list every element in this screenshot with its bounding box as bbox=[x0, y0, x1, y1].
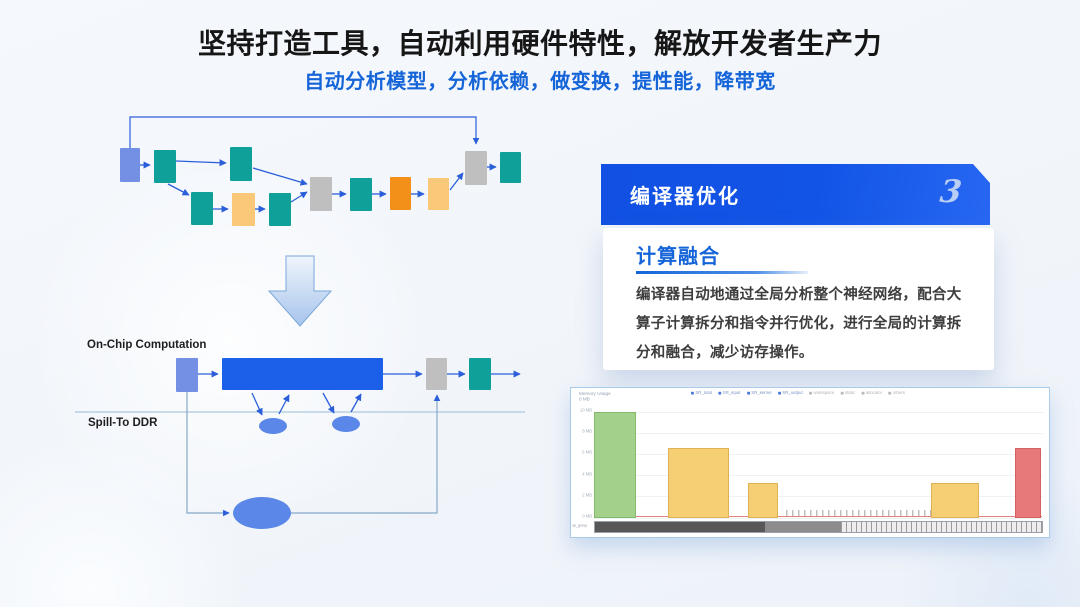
graph-node bbox=[191, 192, 213, 225]
chart-legend: SR_total SR_input SR_kernel SR_output worksp… bbox=[691, 391, 905, 395]
graph-node bbox=[428, 178, 449, 210]
graph-node bbox=[465, 151, 487, 185]
chart-gridline bbox=[594, 496, 1043, 498]
y-axis-tick-label: 8 MB bbox=[582, 430, 592, 435]
chart-gridline bbox=[594, 475, 1043, 477]
model-graph-before-svg bbox=[120, 116, 521, 226]
graph-node-input bbox=[120, 148, 140, 182]
legend-item: workspace bbox=[809, 391, 834, 395]
graph-node bbox=[390, 177, 411, 210]
legend-swatch-icon bbox=[718, 391, 722, 395]
chart-gridline bbox=[594, 517, 1043, 519]
card-body-text: 编译器自动地通过全局分析整个神经网络，配合大算子计算拆分和指令并行优化，进行全局… bbox=[636, 287, 962, 361]
chart-title: Memory Usage 0 MB bbox=[579, 392, 611, 403]
legend-item-label: SR_input bbox=[722, 391, 741, 396]
legend-item-label: allocator bbox=[865, 391, 883, 396]
page-title: 坚持打造工具，自动利用硬件特性，解放开发者生产力 bbox=[197, 28, 882, 59]
y-axis-tick-label: 2 MB bbox=[582, 493, 592, 498]
y-axis-tick-label: 10 MB bbox=[579, 408, 592, 414]
micro-allocation-ticks bbox=[786, 510, 934, 516]
graph-node bbox=[230, 147, 252, 181]
legend-item: static bbox=[840, 391, 856, 396]
legend-item: SR_output bbox=[777, 391, 803, 396]
legend-item-label: workspace bbox=[813, 391, 835, 396]
down-arrow-icon bbox=[267, 255, 333, 327]
onchip-edges bbox=[198, 370, 521, 416]
legend-swatch-icon bbox=[861, 391, 865, 395]
y-axis-tick-label: 0 MB bbox=[582, 514, 592, 520]
model-graph-after-svg: On-Chip Computation Spill-To DDR bbox=[75, 339, 525, 529]
card-title-underline bbox=[636, 271, 808, 274]
legend-swatch-icon bbox=[809, 391, 813, 395]
legend-item: others bbox=[888, 391, 905, 396]
graph-node bbox=[350, 178, 372, 211]
timeline-strip bbox=[594, 521, 1043, 533]
graph-node bbox=[232, 193, 255, 226]
legend-swatch-icon bbox=[746, 391, 750, 395]
graph-node bbox=[310, 177, 332, 211]
fused-super-op bbox=[222, 358, 383, 390]
page-subtitle: 自动分析模型，分析依赖，做变换，提性能，降带宽 bbox=[304, 71, 776, 93]
legend-item-label: SR_total bbox=[695, 391, 712, 396]
timeline-segment bbox=[840, 522, 1042, 532]
legend-item: allocator bbox=[861, 391, 882, 395]
memory-bar bbox=[748, 483, 779, 518]
graph-node bbox=[154, 150, 176, 183]
card-title: 计算融合 bbox=[636, 246, 720, 268]
chart-gridline bbox=[594, 453, 1043, 455]
graph-edges bbox=[129, 116, 497, 213]
graph-node bbox=[269, 193, 291, 226]
y-axis-tick-label: 6 MB bbox=[582, 451, 592, 456]
ddr-spill-buffer bbox=[332, 416, 360, 432]
memory-usage-chart: Memory Usage 0 MB SR_total SR_input SR_ker… bbox=[570, 387, 1050, 538]
ddr-buffer-large bbox=[233, 497, 291, 529]
info-card: 计算融合 编译器自动地通过全局分析整个神经网络，配合大算子计算拆分和指令并行优化… bbox=[603, 228, 994, 370]
ddr-spill-buffer bbox=[259, 418, 287, 434]
fused-input-node bbox=[176, 358, 198, 392]
graph-node-output bbox=[500, 152, 521, 183]
onchip-label: On-Chip Computation bbox=[87, 339, 206, 351]
chart-gridline bbox=[594, 411, 1043, 413]
skip-connection-edge bbox=[129, 116, 480, 149]
transform-arrow-svg bbox=[267, 255, 333, 327]
legend-item-label: others bbox=[892, 391, 905, 396]
memory-bar bbox=[1015, 448, 1041, 518]
section-banner-title: 编译器优化 bbox=[630, 186, 740, 208]
ddr-loop-edges bbox=[186, 392, 441, 517]
legend-item-label: static bbox=[844, 391, 856, 396]
residual-memory-line bbox=[631, 515, 1042, 517]
graph-nodes bbox=[120, 147, 521, 226]
chart-gridline bbox=[594, 432, 1043, 434]
section-number: 3 bbox=[938, 174, 964, 210]
timeline-label: op_group bbox=[572, 524, 588, 528]
legend-swatch-icon bbox=[691, 391, 694, 395]
section-banner: 编译器优化 3 bbox=[601, 164, 990, 225]
legend-swatch-icon bbox=[888, 391, 892, 395]
spill-label: Spill-To DDR bbox=[88, 417, 158, 429]
legend-item: SR_kernel bbox=[746, 391, 772, 396]
timeline-segment bbox=[595, 522, 765, 532]
memory-bar bbox=[930, 483, 979, 518]
memory-bar bbox=[668, 448, 729, 518]
legend-item: SR_total bbox=[691, 391, 712, 395]
header: 坚持打造工具，自动利用硬件特性，解放开发者生产力 自动分析模型，分析依赖，做变换… bbox=[0, 26, 1080, 94]
legend-item-label: SR_output bbox=[782, 391, 803, 396]
memory-bar bbox=[594, 412, 637, 518]
legend-swatch-icon bbox=[840, 391, 844, 395]
fused-output-node bbox=[469, 358, 491, 390]
y-axis-tick-label: 4 MB bbox=[582, 472, 592, 477]
fused-node bbox=[426, 358, 447, 390]
timeline-segment bbox=[764, 522, 841, 532]
legend-item-label: SR_kernel bbox=[751, 391, 772, 396]
legend-swatch-icon bbox=[777, 391, 781, 395]
legend-item: SR_input bbox=[718, 391, 740, 395]
